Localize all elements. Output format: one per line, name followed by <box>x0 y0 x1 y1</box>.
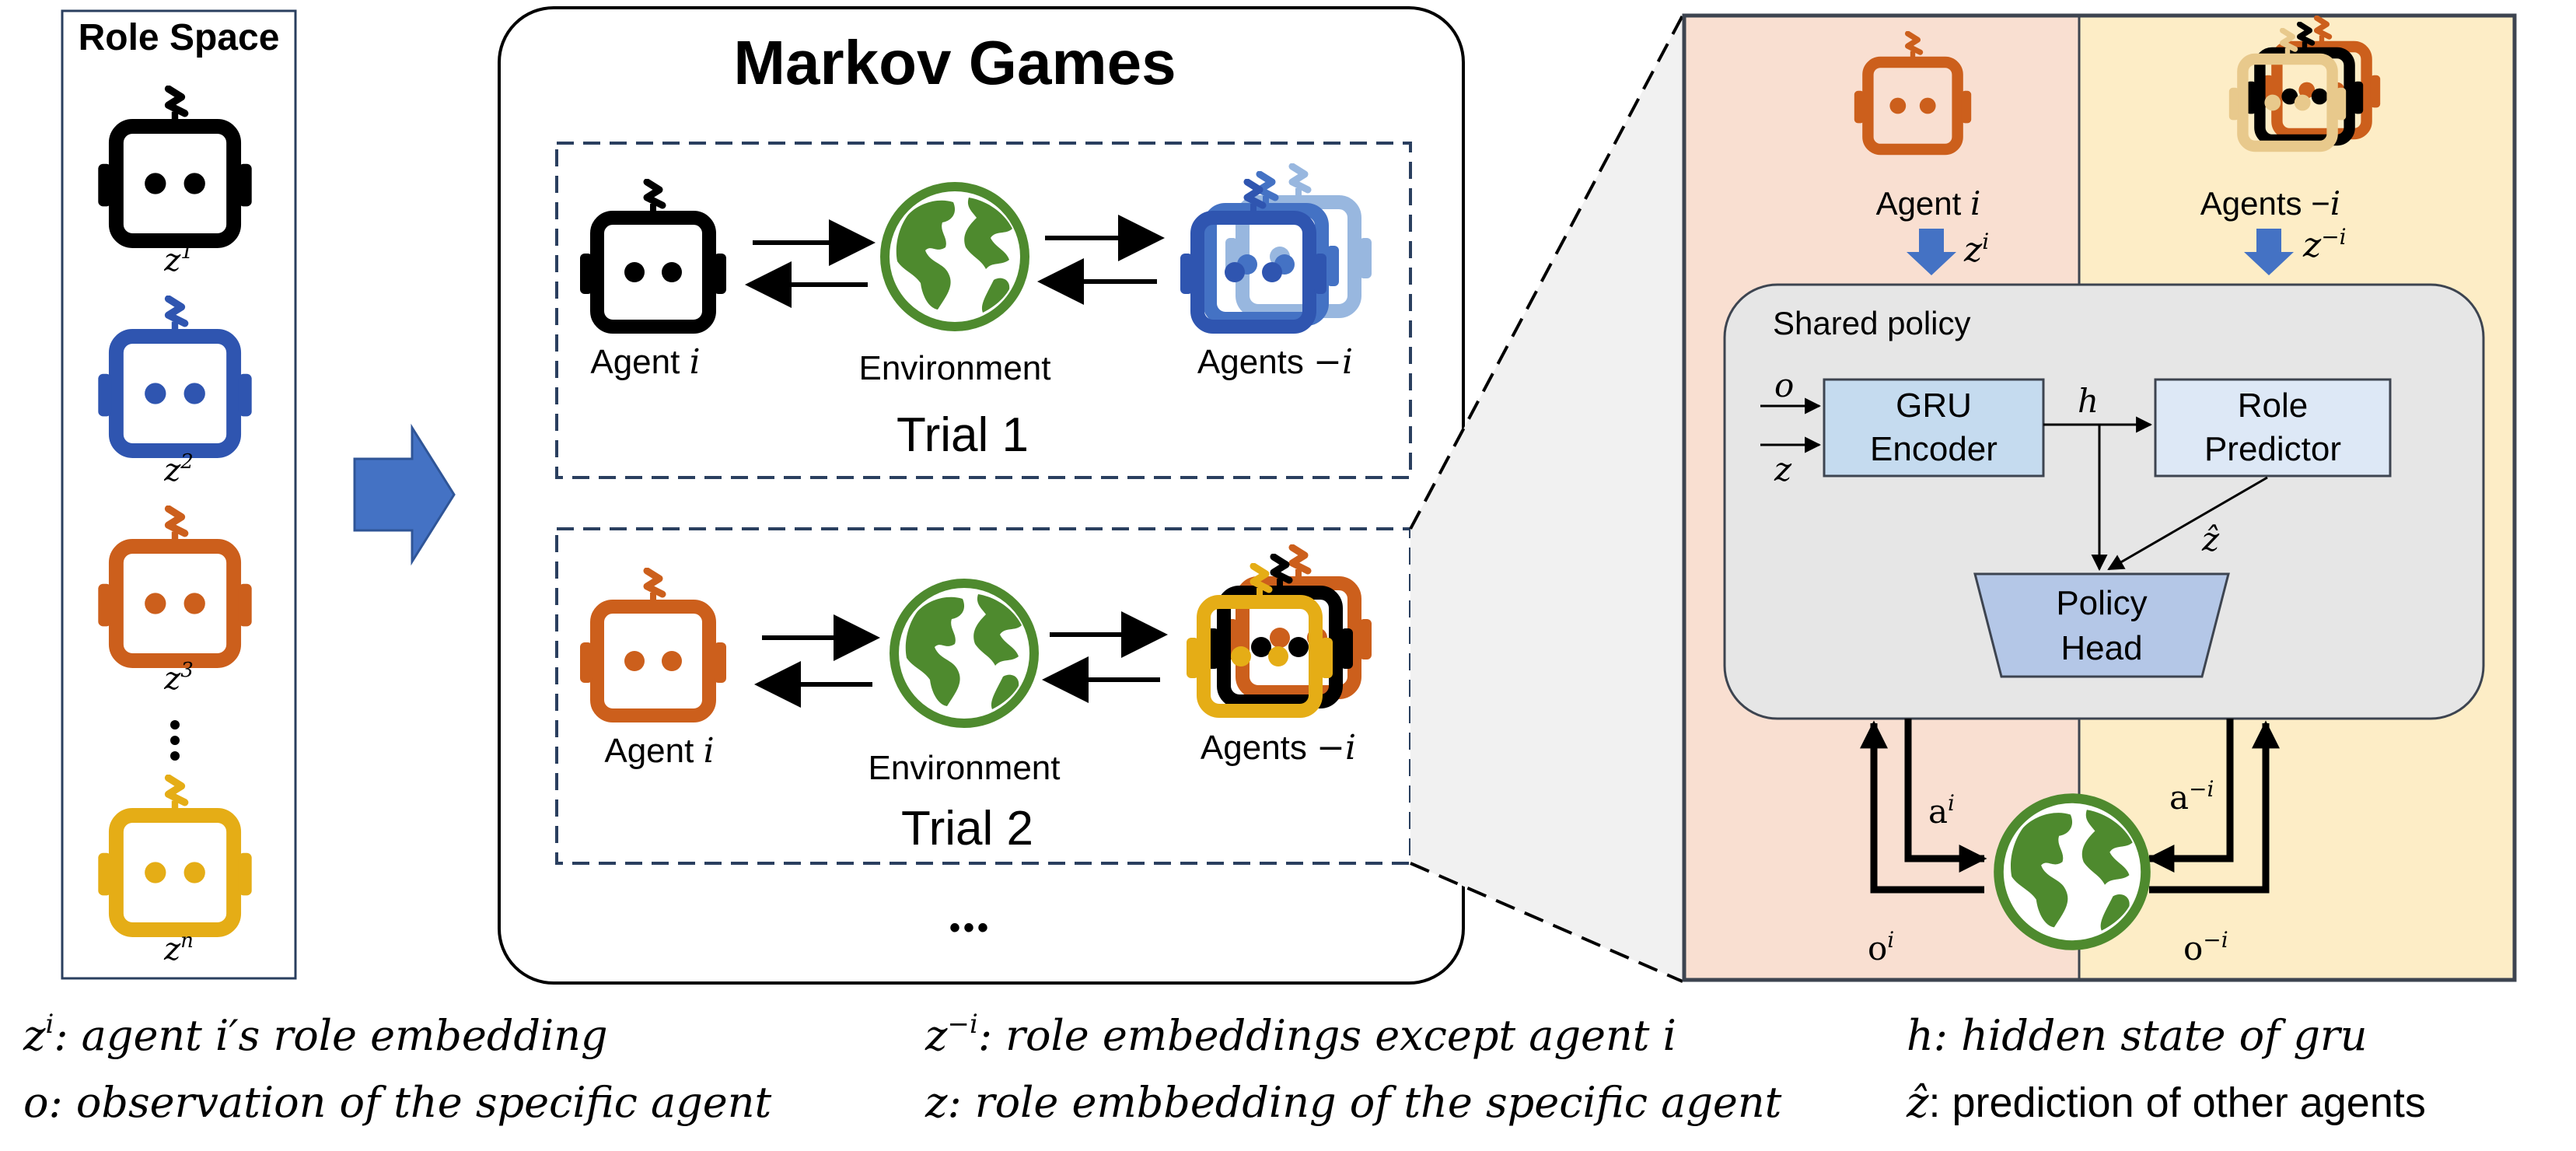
trial-2-environment-label: Environment <box>868 749 1060 787</box>
globe-icon <box>890 579 1038 727</box>
obs-minus-i-arrow <box>2149 720 2280 894</box>
trial-1-box: Agent i Environment Agents −i Trial 1 <box>555 142 1412 479</box>
legend-item-z-minus-i: z−i: role embeddings except agent i <box>924 1009 1676 1060</box>
role-label-n: zn <box>163 929 194 967</box>
down-arrow-icon <box>2244 229 2294 275</box>
globe-icon <box>881 183 1029 331</box>
policy-panel-border <box>1682 13 2517 982</box>
more-trials-ellipsis: ••• <box>949 911 991 945</box>
globe-icon <box>1994 794 2150 950</box>
policy-head-line2: Head <box>2060 629 2142 667</box>
role-label-3: z3 <box>163 659 194 697</box>
gru-encoder-line1: GRU <box>1896 387 1972 425</box>
big-right-arrow-icon <box>353 423 456 566</box>
role-predictor-line2: Predictor <box>2204 430 2341 468</box>
input-o-label: o <box>1774 366 1794 404</box>
policy-head-line1: Policy <box>2056 584 2147 622</box>
o-minus-i-label: o−i <box>2183 927 2228 967</box>
role-label-1: z1 <box>163 240 194 278</box>
policy-head-box <box>1973 572 2230 678</box>
trial-1-environment-label: Environment <box>858 349 1050 387</box>
trial-2-agent-label: Agent i <box>604 731 714 771</box>
role-label-2: z2 <box>163 450 194 488</box>
z-minus-i-label: z−i <box>2302 224 2347 265</box>
legend-item-zhat: ẑ: prediction of other agents <box>1906 1078 2426 1127</box>
zhat-label: ẑ <box>2201 520 2220 558</box>
action-i-arrow <box>1904 719 1987 873</box>
markov-games-title: Markov Games <box>733 28 1176 97</box>
role-space-panel: Role Space z1 z2 z3 zn <box>61 9 297 980</box>
zhat-arrow <box>2107 476 2268 571</box>
zoom-line-bottom <box>1410 862 1683 983</box>
legend-item-z: z: role embbedding of the specific agent <box>924 1078 1782 1127</box>
gru-encoder-box <box>1823 378 2045 478</box>
vertical-ellipsis <box>170 720 180 761</box>
trial-1-agent-label: Agent i <box>590 342 700 382</box>
obs-i-arrow <box>1860 720 1984 894</box>
legend-item-o: o: observation of the specific agent <box>23 1078 771 1127</box>
legend-item-h: h: hidden state of gru <box>1907 1011 2367 1060</box>
role-predictor-line1: Role <box>2238 387 2309 425</box>
h-label: h <box>2078 382 2099 420</box>
zoom-shading <box>1410 16 1683 981</box>
markov-games-panel: Markov Games Agent i Environment Agents … <box>498 6 1465 985</box>
a-i-label: ai <box>1928 790 1955 831</box>
legend-item-zi: zi: agent i′s role embedding <box>23 1009 608 1060</box>
role-space-title: Role Space <box>79 17 280 58</box>
legend: zi: agent i′s role embedding z−i: role e… <box>23 1009 2426 1127</box>
zoom-line-top <box>1409 15 1684 530</box>
trial-2-agents-label: Agents −i <box>1201 728 1356 768</box>
down-arrow-icon <box>1907 229 1956 275</box>
z-i-label: zi <box>1963 229 1989 270</box>
gru-encoder-line2: Encoder <box>1870 430 1998 468</box>
policy-detail-panel: Agent i zi Agents −i z−i Shared policy o… <box>1682 13 2517 982</box>
policy-agent-i-label: Agent i <box>1876 184 1981 222</box>
a-minus-i-label: a−i <box>2169 776 2214 817</box>
role-predictor-box <box>2154 378 2392 478</box>
policy-agents-minus-i-label: Agents −i <box>2200 184 2340 222</box>
role-space-border <box>61 9 297 980</box>
trial-1-agents-label: Agents −i <box>1197 342 1353 382</box>
input-z-label: z <box>1774 450 1792 488</box>
shared-policy-label: Shared policy <box>1773 305 1970 341</box>
trial-2-label: Trial 2 <box>901 802 1033 855</box>
action-minus-i-arrow <box>2146 719 2234 873</box>
trial-1-label: Trial 1 <box>897 408 1029 462</box>
o-i-label: oi <box>1868 927 1894 967</box>
